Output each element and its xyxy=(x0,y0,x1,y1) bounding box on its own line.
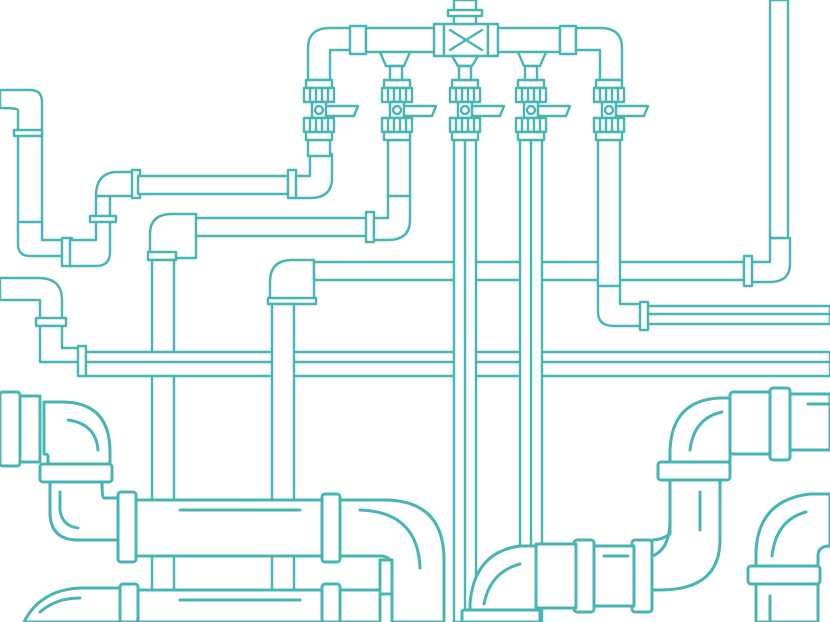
pipe-segment xyxy=(0,390,22,468)
pipe-segment xyxy=(534,542,578,610)
pipe-segment xyxy=(294,152,334,200)
valve-3 xyxy=(448,64,506,142)
pipe-segment xyxy=(372,192,412,242)
pipe-segment xyxy=(656,460,732,482)
pipe-segment xyxy=(754,582,820,622)
pipe-segment xyxy=(574,26,624,82)
pipe-segment xyxy=(38,596,82,614)
pipe-segment xyxy=(388,64,404,82)
pipe-segment xyxy=(770,510,808,558)
pipe-segment xyxy=(320,492,342,564)
pipe-segment xyxy=(459,104,471,116)
pipe-segment xyxy=(313,104,325,116)
pipe-segment xyxy=(728,390,774,456)
pipe-segment xyxy=(516,130,546,142)
pipe-segment xyxy=(448,86,482,104)
pipe-segment xyxy=(446,8,484,18)
pipe-elbow xyxy=(16,220,66,258)
pipe-segment xyxy=(0,276,64,322)
pipe-coupling xyxy=(12,128,44,138)
pipe-segment xyxy=(306,138,332,158)
pipe-segment xyxy=(302,116,336,134)
pipe-segment xyxy=(746,564,822,586)
pipe-segment xyxy=(470,104,506,118)
pipe-segment xyxy=(754,492,830,568)
pipe-segment xyxy=(592,116,626,134)
pipe-segment xyxy=(22,586,122,622)
pipe-segment xyxy=(38,462,114,484)
pipe-vertical xyxy=(768,0,790,240)
pipe-segment xyxy=(391,104,403,116)
pipe-segment xyxy=(516,50,548,68)
pipe-segment xyxy=(268,258,316,302)
pipe-segment xyxy=(594,130,624,142)
pipe-top-left xyxy=(0,88,44,234)
pipe-vertical xyxy=(270,302,296,622)
pipe-segment xyxy=(134,498,326,558)
pipe-horizontal xyxy=(136,174,290,196)
pipe-segment xyxy=(432,22,446,58)
pipe-segment xyxy=(558,24,578,56)
pipe-segment xyxy=(448,116,482,134)
pipe-segment xyxy=(386,138,412,198)
pipe-segment xyxy=(348,24,368,56)
pipe-segment xyxy=(460,608,542,622)
pipe-horizontal xyxy=(194,216,370,238)
pipe-segment xyxy=(457,64,473,82)
pipe-segment xyxy=(448,28,484,52)
pipe-segment xyxy=(378,50,412,68)
valve-5 xyxy=(592,78,650,142)
pipe-segment xyxy=(66,418,100,452)
pipe-segment xyxy=(514,86,548,104)
pipe-segment xyxy=(38,324,82,364)
pipe-segment xyxy=(302,86,336,104)
pipe-segment xyxy=(380,86,414,104)
pipe-segment xyxy=(380,116,414,134)
pipe-segment xyxy=(482,562,522,606)
valve-4 xyxy=(514,64,572,142)
pipe-segment xyxy=(88,214,118,224)
pipe-segment xyxy=(514,116,548,134)
pipe-segment xyxy=(378,558,394,596)
pipe-segment xyxy=(382,130,412,142)
pipe-segment xyxy=(0,386,830,622)
pipe-segment xyxy=(592,86,626,104)
pipe-elbow xyxy=(68,194,112,268)
pipe-vertical xyxy=(150,258,176,622)
valve-2 xyxy=(380,64,438,142)
pipe-segment xyxy=(496,26,562,54)
pipe-segment xyxy=(688,410,724,452)
pipe-segment xyxy=(42,400,112,468)
pipe-segment xyxy=(596,282,644,328)
pipe-segment xyxy=(148,212,198,260)
pipe-segment xyxy=(358,508,422,570)
pipe-segment xyxy=(450,130,480,142)
pipe-segment xyxy=(768,386,792,462)
pipe-segment xyxy=(364,26,438,54)
valve-1 xyxy=(302,78,360,142)
pipe-segment xyxy=(306,26,354,82)
pipe-segment xyxy=(136,588,326,622)
pipe-segment xyxy=(536,104,572,118)
pipe-segment xyxy=(486,22,500,58)
pipe-vertical xyxy=(596,138,622,288)
pipe-segment xyxy=(788,392,830,452)
pipe-segment xyxy=(525,104,537,116)
pipe-segment xyxy=(304,130,334,142)
pipe-segment xyxy=(603,104,615,116)
pipe-segment xyxy=(116,490,138,564)
pipe-segment xyxy=(338,588,382,622)
pipe-segment xyxy=(450,54,480,68)
pipe-segment xyxy=(402,104,438,118)
pipe-segment xyxy=(614,104,650,118)
pipe-segment xyxy=(118,582,140,622)
pipe-segment xyxy=(320,582,342,622)
pipe-segment xyxy=(58,490,80,530)
pipe-segment xyxy=(750,236,792,284)
pipe-segment xyxy=(324,104,360,118)
pipe-segment xyxy=(523,64,539,82)
